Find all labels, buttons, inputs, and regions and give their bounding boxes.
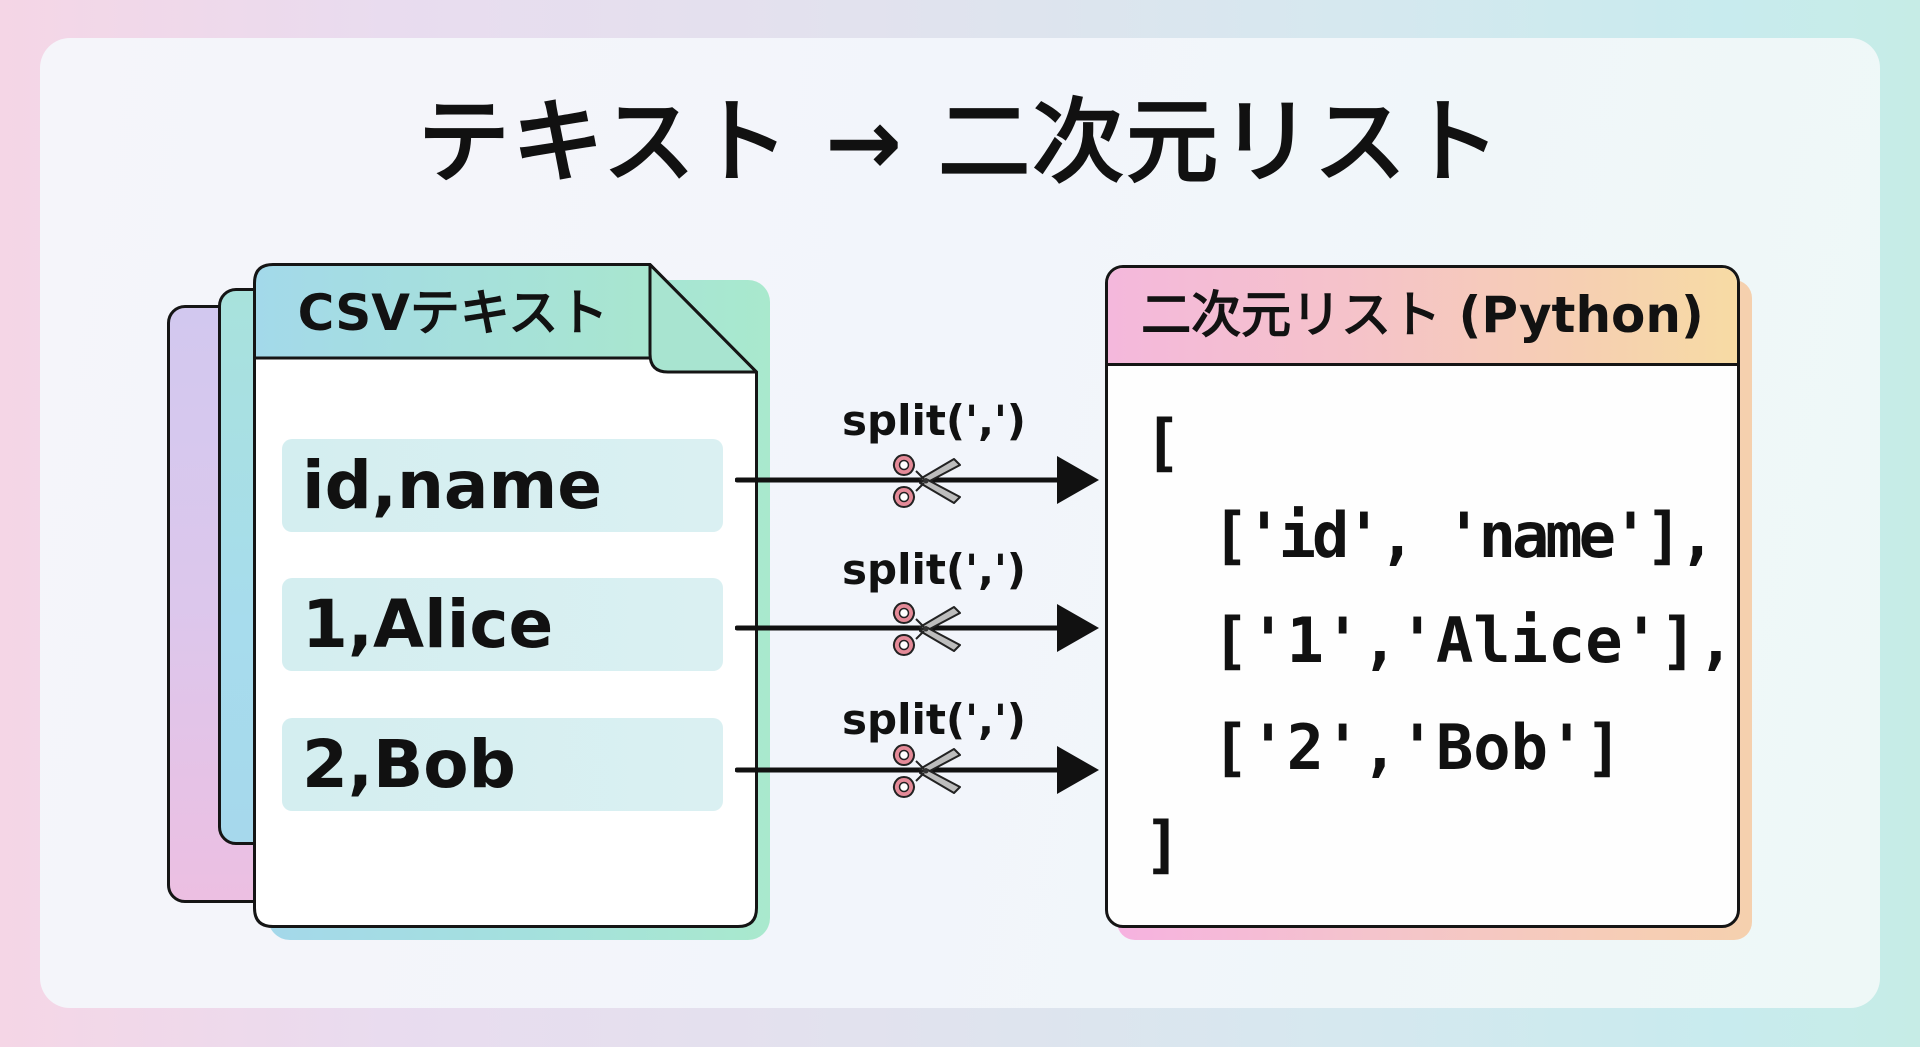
list-box-header: 二次元リスト (Python) <box>1108 268 1737 366</box>
list-box: 二次元リスト (Python) [ ['id', 'name'], ['1','… <box>1105 265 1740 928</box>
split-label: split(',') <box>842 396 1026 445</box>
arrow-1 <box>735 456 1099 504</box>
csv-row-text: 2,Bob <box>302 726 516 803</box>
arrow-2 <box>735 604 1099 652</box>
csv-doc-title: CSVテキスト <box>297 284 609 342</box>
arrow-3 <box>735 746 1099 794</box>
scissors-icon <box>892 602 961 656</box>
code-line: ['id', 'name'], <box>1212 499 1716 572</box>
code-line: ['2','Bob'] <box>1212 711 1623 784</box>
csv-row: 1,Alice <box>282 578 723 671</box>
csv-row: 2,Bob <box>282 718 723 811</box>
diagram-title: テキスト → 二次元リスト <box>417 89 1503 196</box>
split-label: split(',') <box>842 545 1026 594</box>
code-line: [ <box>1144 406 1182 479</box>
code-line: ] <box>1144 808 1182 881</box>
scissors-icon <box>892 454 961 508</box>
csv-row-text: id,name <box>302 447 602 524</box>
code-line: ['1','Alice'], <box>1212 604 1735 677</box>
list-box-title: 二次元リスト (Python) <box>1141 286 1704 344</box>
scissors-icon <box>892 744 961 798</box>
csv-row: id,name <box>282 439 723 532</box>
csv-row-text: 1,Alice <box>302 586 554 663</box>
split-label: split(',') <box>842 695 1026 744</box>
